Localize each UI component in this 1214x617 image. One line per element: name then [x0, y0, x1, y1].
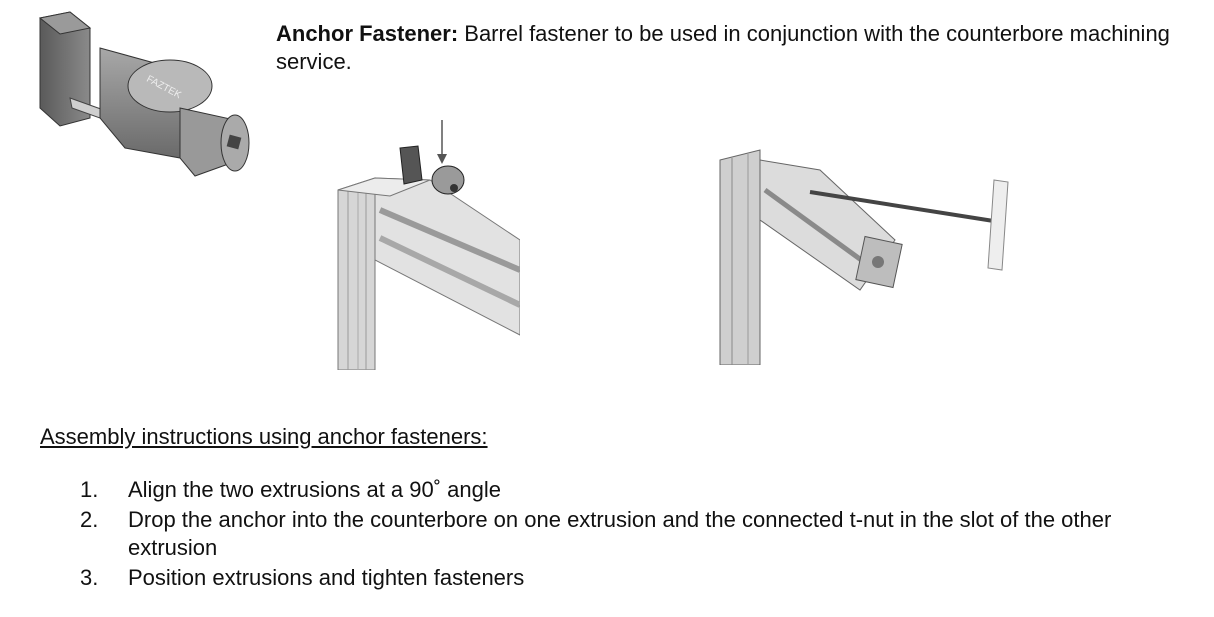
- instruction-step: 3. Position extrusions and tighten faste…: [80, 564, 1190, 592]
- step-number: 2.: [80, 507, 99, 532]
- step-number: 3.: [80, 565, 99, 590]
- anchor-drop-image: [337, 120, 520, 370]
- step-number: 1.: [80, 477, 99, 502]
- instructions-heading: Assembly instructions using anchor faste…: [40, 424, 488, 449]
- instruction-step: 2. Drop the anchor into the counterbore …: [80, 506, 1190, 562]
- intro-body: Barrel fastener to be used in conjunctio…: [276, 21, 1170, 74]
- step-text: Align the two extrusions at a 90˚ angle: [128, 477, 502, 502]
- intro-paragraph: Anchor Fastener: Barrel fastener to be u…: [276, 20, 1186, 76]
- intro-title: Anchor Fastener:: [276, 21, 459, 46]
- anchor-fastener-image: FAZTEK: [38, 11, 250, 177]
- step-text: Drop the anchor into the counterbore on …: [128, 507, 1112, 560]
- step-text: Position extrusions and tighten fastener…: [128, 565, 525, 590]
- instruction-step: 1. Align the two extrusions at a 90˚ ang…: [80, 476, 1190, 504]
- tighten-fastener-image: [719, 149, 1009, 365]
- instruction-steps: 1. Align the two extrusions at a 90˚ ang…: [80, 476, 1190, 594]
